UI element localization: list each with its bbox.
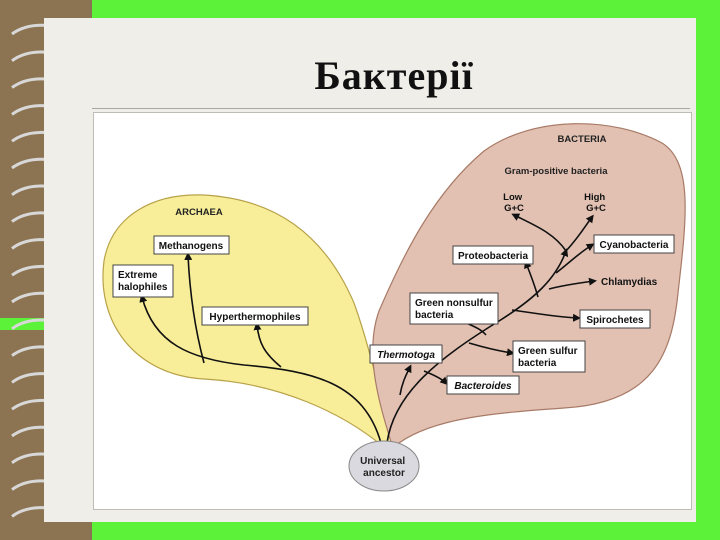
green-nonsulfur-label-2: bacteria	[415, 310, 454, 321]
branch-archaea-trunk	[139, 294, 382, 444]
bacteria-region	[372, 123, 686, 446]
extreme-halophiles-label-1: Extreme	[118, 270, 158, 281]
svg-text:Universal ancestor: Universal ancestor	[360, 456, 408, 479]
branch-green-sulfur	[468, 342, 515, 357]
hyperthermophiles-label: Hyperthermophiles	[209, 312, 301, 323]
branch-proteobacteria	[524, 260, 539, 298]
svg-text:Extreme halophiles: Extreme halophiles	[118, 270, 168, 293]
chlamydias-label: Chlamydias	[601, 277, 658, 288]
methanogens-label: Methanogens	[159, 241, 224, 252]
branch-bacteria-trunk	[386, 248, 569, 444]
svg-text:High G+C: High G+C	[584, 192, 608, 214]
high-gc-label-1: High	[584, 192, 605, 203]
spirochetes-label: Spirochetes	[586, 315, 644, 326]
svg-text:Green sulfur bacteria: Green sulfur bacteria	[518, 346, 580, 369]
green-nonsulfur-label-1: Green nonsulfur	[415, 298, 493, 309]
low-gc-label-2: G+C	[504, 203, 524, 214]
bacteria-domain-label: BACTERIA	[557, 134, 606, 145]
branch-bacteroides	[423, 370, 449, 386]
thermotoga-label: Thermotoga	[377, 350, 435, 361]
root-label-1: Universal	[360, 456, 405, 467]
branch-cyanobacteria	[555, 243, 595, 274]
low-gc-label-1: Low	[503, 192, 523, 203]
cyanobacteria-label: Cyanobacteria	[600, 240, 669, 251]
branch-hyperthermophiles	[253, 322, 282, 368]
universal-ancestor-node	[348, 440, 420, 492]
high-gc-label-2: G+C	[586, 203, 606, 214]
branch-thermotoga	[399, 364, 412, 396]
archaea-domain-label: ARCHAEA	[175, 207, 223, 218]
title-divider	[92, 108, 690, 109]
branch-spirochetes	[511, 309, 581, 322]
svg-text:Low G+C: Low G+C	[503, 192, 525, 214]
branch-methanogens	[184, 252, 205, 364]
bacteroides-label: Bacteroides	[454, 381, 512, 392]
proteobacteria-label: Proteobacteria	[458, 251, 528, 262]
svg-text:Green nonsulfur bacteria: Green nonsulfur bacteria	[415, 298, 496, 321]
phylogenetic-tree-figure: Universal ancestor ARCHAEA BACTERIA Gram…	[93, 112, 692, 510]
branch-high-gc	[565, 214, 594, 252]
branch-gram-positive	[511, 213, 567, 252]
extreme-halophiles-label-2: halophiles	[118, 282, 168, 293]
slide-title: Бактерії	[314, 53, 474, 98]
green-sulfur-label-2: bacteria	[518, 358, 557, 369]
green-sulfur-label-1: Green sulfur	[518, 346, 578, 357]
root-label-2: ancestor	[363, 468, 405, 479]
branch-chlamydias	[548, 277, 597, 290]
gram-positive-label: Gram-positive bacteria	[505, 166, 609, 177]
